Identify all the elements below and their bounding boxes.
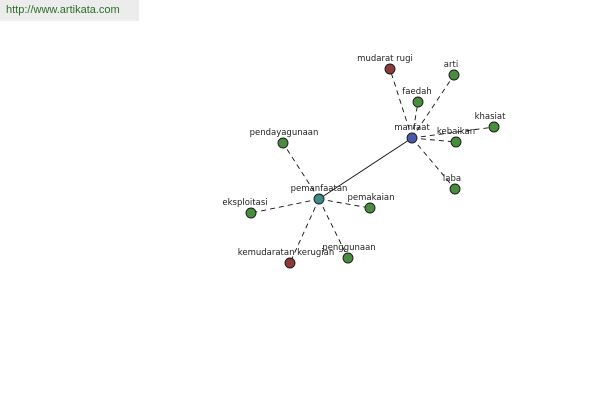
edge-manfaat-khasiat (411, 126, 495, 139)
label-laba[interactable]: laba (443, 174, 461, 184)
source-url[interactable]: http://www.artikata.com (0, 0, 139, 21)
node-kebaikan[interactable] (450, 136, 462, 148)
node-laba[interactable] (449, 183, 461, 195)
label-pendayagunaan[interactable]: pendayagunaan (250, 128, 319, 138)
node-pemanfaatan[interactable] (313, 193, 325, 205)
node-faedah[interactable] (412, 96, 424, 108)
edge-pemanfaatan-penggunaan (318, 198, 349, 259)
edge-manfaat-faedah (411, 101, 419, 139)
label-pemanfaatan[interactable]: pemanfaatan (291, 184, 348, 194)
node-pemakaian[interactable] (364, 202, 376, 214)
node-eksploitasi[interactable] (245, 207, 257, 219)
edge-manfaat-laba (411, 137, 456, 190)
label-kebaikan[interactable]: kebaikan (437, 127, 475, 137)
edge-manfaat-arti (411, 74, 455, 139)
node-arti[interactable] (448, 69, 460, 81)
node-pendayagunaan[interactable] (277, 137, 289, 149)
node-manfaat[interactable] (406, 132, 418, 144)
label-arti[interactable]: arti (444, 60, 458, 70)
label-khasiat[interactable]: khasiat (475, 112, 507, 122)
graph-labels: manfaat pemanfaatan mudarat rugi arti faedah… (222, 54, 506, 258)
edge-manfaat-mudarat_rugi (389, 68, 413, 139)
edge-pemanfaatan-pendayagunaan (282, 142, 320, 200)
node-kemudaratan_kerugian[interactable] (284, 257, 296, 269)
label-faedah[interactable]: faedah (402, 87, 431, 97)
node-mudarat_rugi[interactable] (384, 63, 396, 75)
label-manfaat[interactable]: manfaat (394, 123, 430, 133)
label-eksploitasi[interactable]: eksploitasi (222, 198, 267, 208)
label-kemudaratan_kerugian[interactable]: kemudaratan kerugian (238, 248, 335, 258)
label-mudarat_rugi[interactable]: mudarat rugi (357, 54, 413, 64)
label-penggunaan[interactable]: penggunaan (322, 243, 375, 253)
node-penggunaan[interactable] (342, 252, 354, 264)
edge-manfaat-kebaikan (411, 137, 457, 143)
label-pemakaian[interactable]: pemakaian (347, 193, 394, 203)
node-khasiat[interactable] (488, 121, 500, 133)
graph-nodes (245, 63, 500, 269)
edge-pemanfaatan-kemudaratan_kerugian (289, 198, 320, 264)
graph-edges (250, 68, 495, 264)
edge-pemanfaatan-eksploitasi (250, 198, 320, 214)
edge-manfaat-pemanfaatan (318, 137, 413, 200)
